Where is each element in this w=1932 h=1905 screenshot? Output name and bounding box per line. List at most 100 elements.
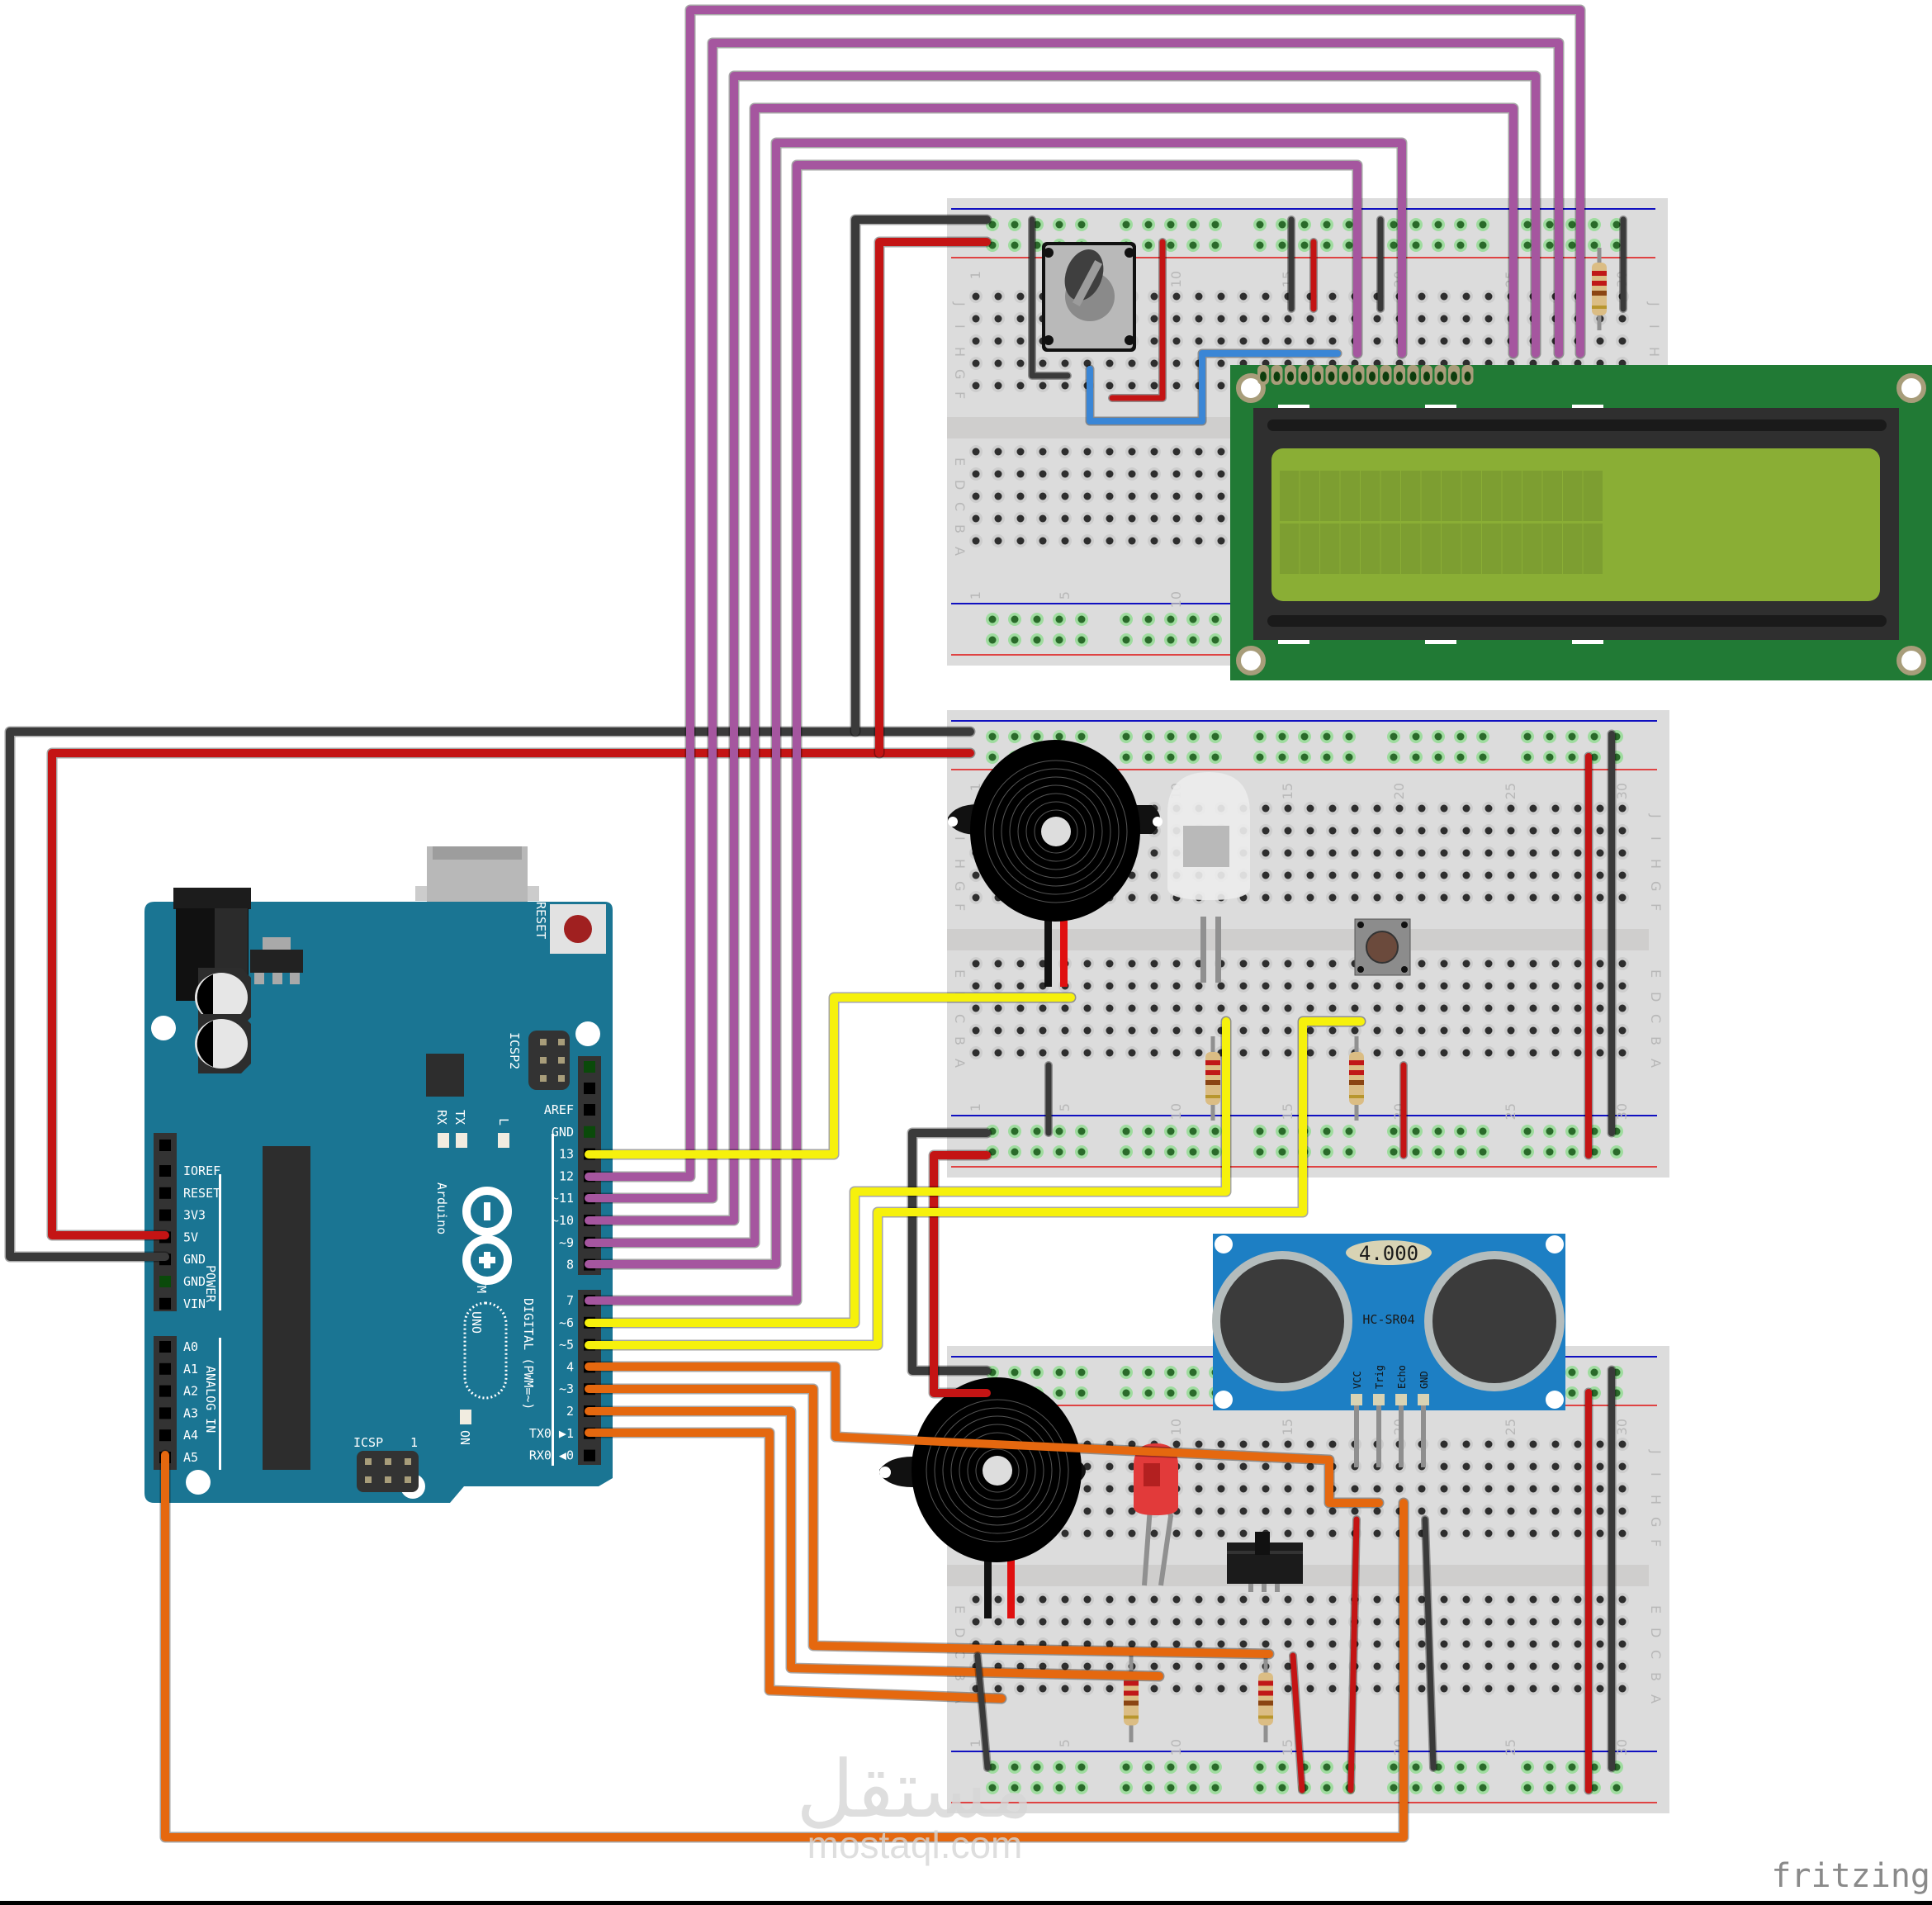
column-number: 30 — [1614, 1739, 1630, 1756]
digital-pin-label: ~10 — [552, 1213, 574, 1228]
row-letter: A — [952, 547, 968, 556]
sensor-pin-pad — [1395, 1394, 1407, 1405]
jumper[interactable] — [1347, 1516, 1360, 1794]
wire-gnd-top[interactable] — [851, 216, 991, 736]
digital-pin[interactable] — [584, 1061, 595, 1073]
lcd-16x2 — [1230, 365, 1932, 680]
wire-pin3[interactable] — [585, 1385, 1273, 1658]
jumper[interactable] — [974, 1652, 991, 1771]
watermark-arabic: مستقل — [796, 1746, 1033, 1834]
column-number: 1 — [968, 591, 983, 599]
row-letter: E — [952, 1605, 968, 1614]
lcd-char-cell — [1340, 471, 1360, 521]
wire-gnd[interactable] — [6, 727, 974, 1261]
wire-pin5[interactable] — [585, 1017, 1365, 1349]
atmega-chip — [263, 1146, 310, 1470]
column-number: 25 — [1503, 1419, 1518, 1435]
sensor-model: HC-SR04 — [1362, 1312, 1414, 1327]
wire-lcd-data[interactable] — [585, 104, 1518, 1247]
lcd-char-cell — [1340, 524, 1360, 574]
buzzer-ring — [950, 1424, 1044, 1518]
analog-pin-label: A0 — [183, 1339, 198, 1354]
potentiometer[interactable] — [1042, 242, 1136, 352]
row-letter: C — [952, 502, 968, 511]
sensor-pin-leg — [1399, 1405, 1404, 1467]
power-pin[interactable] — [159, 1140, 171, 1151]
rx-led — [438, 1133, 449, 1148]
analog-pin[interactable] — [159, 1362, 171, 1375]
row-letter: H — [952, 859, 968, 869]
wire-pot-gnd[interactable] — [1029, 216, 1071, 379]
wire-pot-vcc[interactable] — [1109, 239, 1166, 401]
power-pin[interactable] — [159, 1297, 171, 1310]
wire-lcd-data[interactable] — [585, 39, 1563, 1202]
wire-lcd-data[interactable] — [585, 72, 1540, 1225]
power-pin[interactable] — [159, 1165, 171, 1177]
lcd-char-cell — [1442, 471, 1461, 521]
sensor-pin-leg — [1376, 1405, 1381, 1467]
wire-pin2[interactable] — [585, 1407, 1163, 1680]
wire-gnd-bottom[interactable] — [908, 1129, 991, 1375]
resistor — [1258, 1656, 1273, 1742]
power-label: POWER — [203, 1265, 218, 1303]
analog-header — [154, 1336, 177, 1470]
digital-pin-label: ~11 — [552, 1191, 574, 1206]
row-letter: B — [952, 1672, 968, 1681]
wire-pin1[interactable] — [585, 1429, 1006, 1703]
row-letter: E — [952, 969, 968, 978]
lcd-mount-hole — [1236, 646, 1266, 675]
digital-pin[interactable] — [584, 1449, 595, 1462]
column-number: 25 — [1503, 1739, 1518, 1756]
wire-5v[interactable] — [48, 749, 974, 1239]
analog-pin[interactable] — [159, 1407, 171, 1419]
analog-pin[interactable] — [159, 1385, 171, 1397]
lcd-char-cell — [1380, 524, 1400, 574]
power-pin-label: 3V3 — [183, 1208, 206, 1223]
wire-5v-top[interactable] — [875, 238, 991, 757]
resistor — [1205, 1036, 1220, 1121]
wire-lcd-data[interactable] — [585, 139, 1406, 1268]
lcd-char-cell — [1300, 471, 1319, 521]
slide-switch[interactable] — [1227, 1532, 1303, 1592]
row-letter: I — [1648, 836, 1664, 841]
crystal — [1346, 1240, 1432, 1265]
digital-pin[interactable] — [584, 1083, 595, 1094]
wire-lcd-data[interactable] — [585, 6, 1584, 1181]
wire-a5[interactable] — [161, 1451, 1408, 1841]
reset-button[interactable] — [550, 904, 606, 954]
jumper[interactable] — [1290, 1652, 1305, 1794]
row-letter: D — [952, 1628, 968, 1637]
wire-pin6[interactable] — [585, 1017, 1230, 1327]
wire-pin4[interactable] — [585, 1362, 1383, 1507]
column-number: 10 — [1168, 271, 1184, 287]
buzzer-ring — [1017, 793, 1095, 870]
digital-pin-label: ~9 — [559, 1235, 574, 1250]
lcd-char-cell — [1401, 471, 1421, 521]
digital-pin[interactable] — [584, 1104, 595, 1116]
digital-pin-label: 2 — [566, 1404, 574, 1419]
lcd-char-cell — [1320, 471, 1340, 521]
power-pin[interactable] — [159, 1209, 171, 1221]
analog-pin-label: A1 — [183, 1362, 198, 1377]
row-letter: J — [1646, 301, 1662, 306]
analog-pin[interactable] — [159, 1429, 171, 1442]
wire-pin13[interactable] — [585, 993, 1075, 1159]
analog-pin[interactable] — [159, 1341, 171, 1353]
power-pin-label: GND — [183, 1252, 206, 1267]
row-letter: B — [952, 1036, 968, 1045]
transducer-right — [1424, 1251, 1565, 1391]
column-number: 10 — [1168, 1419, 1184, 1435]
jumper[interactable] — [1422, 1516, 1437, 1771]
row-letter: H — [1646, 347, 1662, 357]
wire-5v-bottom[interactable] — [930, 1151, 991, 1397]
power-pin[interactable] — [159, 1187, 171, 1199]
wire-lcd-data[interactable] — [585, 161, 1361, 1305]
breadboard-bottom: JJIIHHGGFFEEDDCCBBAA11551010151520202525… — [947, 1346, 1669, 1813]
pushbutton[interactable] — [1354, 918, 1411, 976]
power-pin[interactable] — [159, 1276, 171, 1287]
power-pin-label: RESET — [183, 1186, 220, 1201]
wire-contrast[interactable] — [1087, 350, 1341, 424]
digital-pin[interactable] — [584, 1125, 595, 1138]
analog-pin-label: A5 — [183, 1450, 198, 1465]
arduino-uno-board: RESET ICSP2 RX TX L Arduino UNO — [144, 846, 613, 1503]
